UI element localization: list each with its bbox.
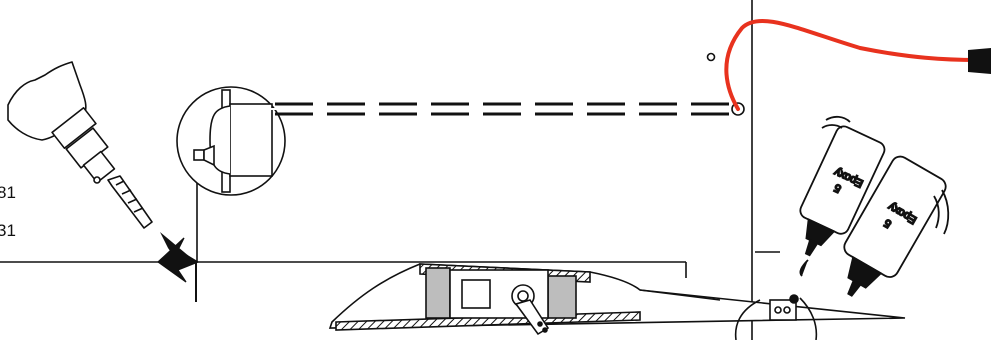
dashed-guide-line	[275, 102, 738, 116]
left-number-label-2: 31	[0, 221, 16, 240]
fuselage-section	[328, 263, 906, 340]
drill-icon	[7, 61, 153, 229]
arrow-icon	[157, 232, 200, 302]
wire-icon	[724, 19, 991, 111]
epoxy-bottle-icon: Epoxy 5 Epoxy 5	[799, 115, 950, 297]
left-number-label-1: 81	[0, 183, 16, 202]
wing-outline	[0, 168, 687, 278]
right-panel	[706, 0, 780, 340]
servo-icon	[176, 86, 286, 196]
